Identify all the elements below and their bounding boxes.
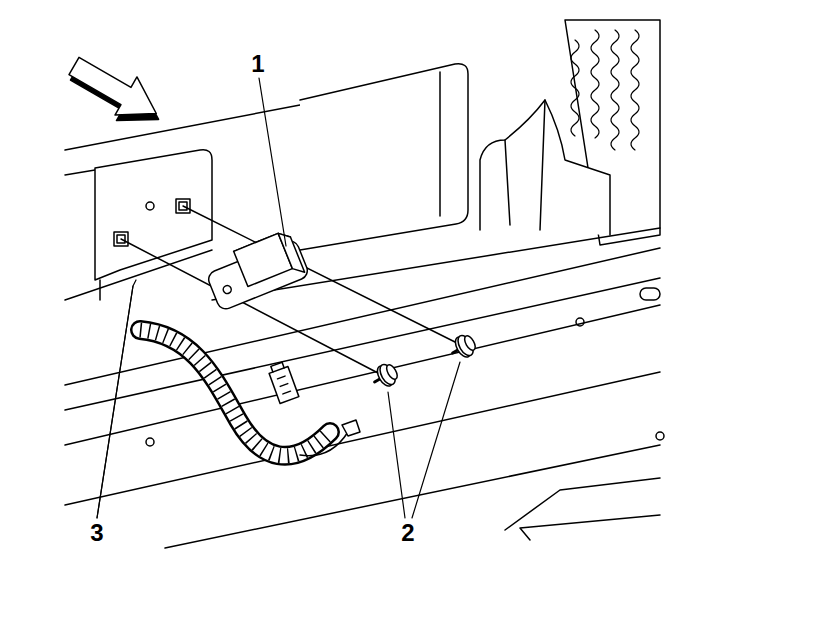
harness-conduit (140, 330, 330, 456)
rail-edge (165, 445, 660, 548)
leader-line (388, 392, 405, 518)
callout-number: 1 (251, 52, 264, 76)
upright-edge (439, 72, 441, 216)
callout-number: 3 (90, 521, 103, 545)
plate-edge (99, 280, 101, 300)
lower-bracket (505, 478, 660, 540)
harness-ribs (140, 330, 330, 456)
slot (640, 288, 660, 300)
rail-edge (65, 278, 660, 410)
rail-edge (65, 372, 660, 505)
module-body (234, 230, 305, 294)
bracket-plate (95, 150, 212, 280)
callout-number: 2 (401, 521, 414, 545)
rail-hole (146, 438, 154, 446)
bracket-edge (505, 100, 545, 230)
leader-line (97, 280, 136, 518)
harness-outline (140, 330, 330, 456)
guide-line (183, 206, 457, 343)
mesh-pattern (571, 30, 639, 150)
harness-connector (267, 361, 299, 404)
view-arrow (61, 47, 172, 139)
bolt (369, 360, 401, 391)
rail-hole (656, 432, 664, 440)
upright-panel (300, 64, 468, 250)
round-hole (146, 202, 154, 210)
support-bracket (480, 100, 610, 235)
bolt (447, 331, 479, 362)
leader-line (412, 362, 460, 518)
pigtail-wire (300, 432, 348, 456)
ground-terminal (342, 420, 360, 436)
leader-line (259, 78, 286, 246)
rail-hole (576, 318, 584, 326)
body-edge (65, 170, 95, 175)
